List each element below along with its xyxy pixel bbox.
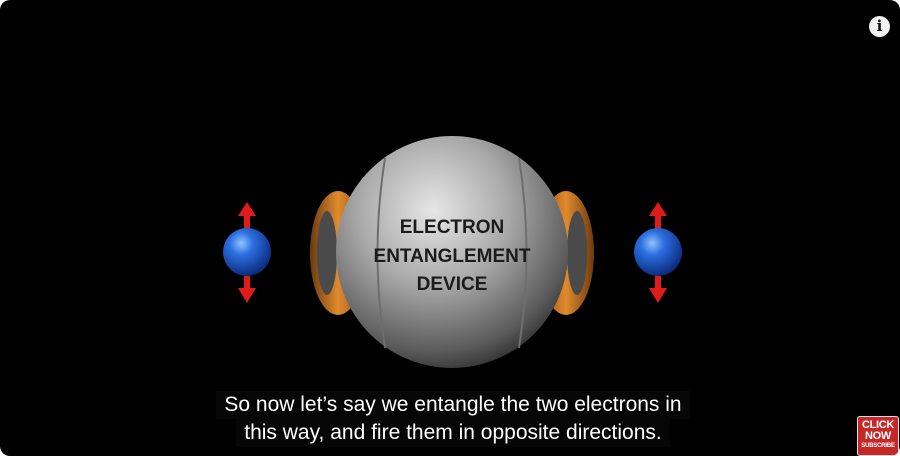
device-label-line-2: ENTANGLEMENT (374, 246, 531, 267)
right-electron (634, 202, 682, 303)
arrow-up-icon (238, 202, 256, 229)
subscribe-badge-line-3: SUBSCRIBE (861, 443, 895, 449)
subscribe-badge-line-2: NOW (865, 430, 891, 442)
caption-line-1: So now let’s say we entangle the two ele… (216, 391, 690, 419)
electron-ball (223, 228, 271, 276)
arrow-down-icon (649, 276, 667, 303)
device-label-line-3: DEVICE (417, 274, 488, 295)
device-sphere (336, 136, 568, 368)
caption-line-2: this way, and fire them in opposite dire… (236, 419, 670, 447)
device-left-cap (317, 211, 337, 295)
arrow-down-icon (238, 276, 256, 303)
device-seam-right (518, 157, 528, 349)
arrow-up-icon (649, 202, 667, 229)
device-seam-left (376, 157, 386, 349)
subscribe-badge[interactable]: CLICK NOW SUBSCRIBE (857, 416, 899, 456)
subscribe-badge-line-1: CLICK (861, 419, 895, 431)
captions: So now let’s say we entangle the two ele… (0, 391, 900, 447)
device-label-line-1: ELECTRON (400, 217, 505, 238)
left-electron (223, 202, 271, 303)
device-right-cap (567, 211, 587, 295)
info-circle-icon[interactable]: i (869, 16, 890, 37)
electron-ball (634, 228, 682, 276)
entanglement-device: ELECTRON ENTANGLEMENT DEVICE (310, 136, 594, 368)
